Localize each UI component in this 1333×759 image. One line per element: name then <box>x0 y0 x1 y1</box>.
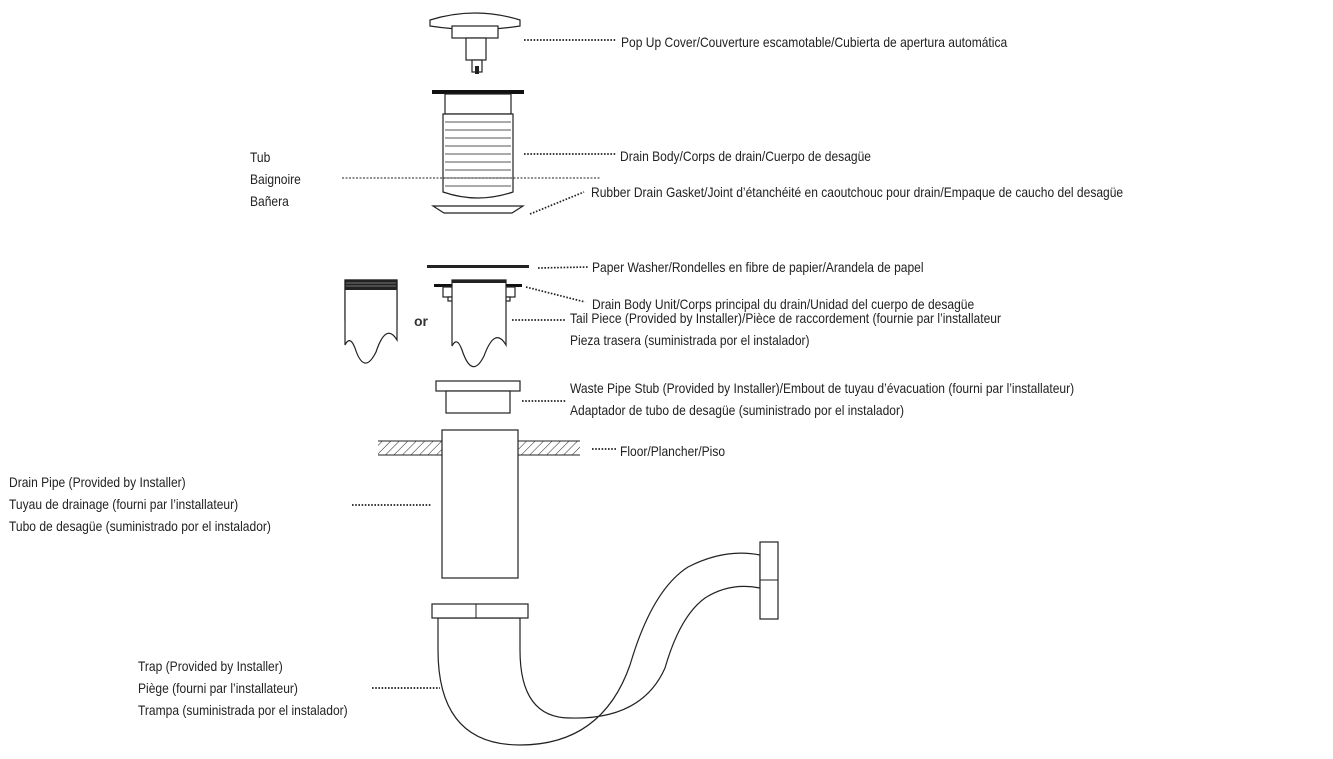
paper-washer-label: Paper Washer/Rondelles en fibre de papie… <box>592 259 924 275</box>
drain-body-unit-label: Drain Body Unit/Corps principal du drain… <box>592 296 975 312</box>
tail-piece-plain-option <box>451 279 507 368</box>
trap-label: Trap (Provided by Installer) Piège (four… <box>138 655 348 721</box>
trap-label-es: Trampa (suministrada por el instalador) <box>138 702 348 718</box>
drain-body-part <box>432 90 524 199</box>
tail-piece-label-line2: Pieza trasera (suministrada por el insta… <box>570 332 810 348</box>
floor-part <box>378 440 580 456</box>
tub-label: Tub Baignoire Bañera <box>250 146 301 212</box>
pop-up-cover-part <box>429 12 521 74</box>
waste-pipe-stub-label: Waste Pipe Stub (Provided by Installer)/… <box>570 377 1074 421</box>
trap-label-en: Trap (Provided by Installer) <box>138 658 283 674</box>
drain-pipe-label-es: Tubo de desagüe (suministrado por el ins… <box>9 518 271 534</box>
trap-label-fr: Piège (fourni par l’installateur) <box>138 680 298 696</box>
drain-pipe-label-fr: Tuyau de drainage (fourni par l’installa… <box>9 496 239 512</box>
waste-pipe-stub-label-line2: Adaptador de tubo de desagüe (suministra… <box>570 402 904 418</box>
tail-piece-threaded-option <box>344 279 398 364</box>
tail-piece-label: Tail Piece (Provided by Installer)/Pièce… <box>570 307 1001 351</box>
waste-pipe-stub-label-line1: Waste Pipe Stub (Provided by Installer)/… <box>570 380 1075 396</box>
drain-pipe-part <box>441 429 519 579</box>
rubber-gasket-label: Rubber Drain Gasket/Joint d’étanchéité e… <box>591 184 1124 200</box>
or-label: or <box>414 313 429 329</box>
leader-lines <box>342 39 616 689</box>
drain-pipe-label-en: Drain Pipe (Provided by Installer) <box>9 474 186 490</box>
drain-pipe-label: Drain Pipe (Provided by Installer) Tuyau… <box>9 471 271 537</box>
pop-up-cover-label: Pop Up Cover/Couverture escamotable/Cubi… <box>621 34 1008 50</box>
paper-washer-part <box>427 265 529 268</box>
floor-label: Floor/Plancher/Piso <box>620 443 726 459</box>
waste-pipe-stub-part <box>435 380 521 414</box>
tub-label-fr: Baignoire <box>250 171 301 187</box>
tub-label-en: Tub <box>250 149 271 165</box>
trap-part <box>431 541 779 746</box>
tub-label-es: Bañera <box>250 193 289 209</box>
drain-body-label: Drain Body/Corps de drain/Cuerpo de desa… <box>620 148 871 164</box>
tail-piece-label-line1: Tail Piece (Provided by Installer)/Pièce… <box>570 310 1001 326</box>
rubber-gasket-part <box>430 205 526 214</box>
